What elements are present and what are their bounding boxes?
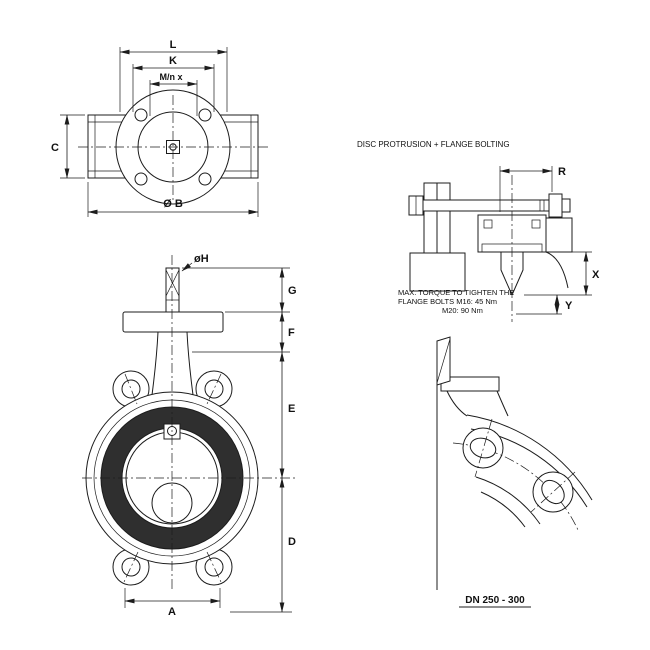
mounting-flange-plate (122, 311, 224, 333)
dim-label-B: Ø B (163, 198, 183, 210)
dim-label-E: E (288, 403, 295, 415)
bolt-stub (561, 198, 571, 213)
dim-label-C: C (51, 142, 59, 154)
torque-note: MAX. TORQUE TO TIGHTEN THE FLANGE BOLTS … (398, 288, 514, 315)
dimension-H: øH (181, 253, 209, 272)
detail-title: DISC PROTRUSION + FLANGE BOLTING (357, 140, 510, 149)
centerlines (78, 95, 268, 200)
body-outer-arc (466, 414, 593, 501)
dimension-F: F (192, 311, 295, 353)
dim-label-G: G (288, 285, 297, 297)
dimension-A: A (124, 588, 221, 618)
flange-section (409, 182, 573, 292)
lug-holes (121, 373, 224, 583)
dim-label-Mn: M/n x (159, 72, 182, 82)
bolt-shaft (422, 199, 550, 212)
dim-label-F: F (288, 327, 295, 339)
seat-inner-arc (480, 491, 526, 528)
dimension-D: D (230, 477, 296, 613)
torque-note-line3: M20: 90 Nm (442, 306, 483, 315)
dimension-L: L (119, 39, 228, 112)
dn-250-300-partial-view: DN 250 - 300 (436, 336, 593, 608)
dim-label-A: A (168, 606, 176, 618)
seat-outer-arc (475, 476, 541, 525)
dimension-R: R (499, 166, 566, 212)
dim-label-Y: Y (565, 300, 573, 312)
pipe-bore-arc (545, 251, 569, 289)
right-flange-block (545, 217, 573, 253)
dim-label-X: X (592, 269, 600, 281)
disc-protrusion-detail: DISC PROTRUSION + FLANGE BOLTING (357, 140, 600, 322)
dimension-K: K (132, 55, 215, 112)
stem-shaft (165, 267, 180, 313)
dim-label-K: K (169, 55, 177, 67)
flange-bolt (408, 193, 571, 218)
neck-left (151, 331, 159, 396)
seat-piece-right (531, 219, 541, 229)
dimension-Y: Y (516, 294, 573, 315)
dn-range-label: DN 250 - 300 (465, 595, 525, 606)
dimension-Mn: M/n x (149, 72, 198, 116)
bolt-nut (548, 193, 563, 218)
neck-left-arc (446, 390, 468, 417)
centerlines (82, 255, 295, 590)
dimension-X: X (524, 251, 600, 296)
front-view: øH (82, 253, 297, 618)
dimension-E: E (279, 351, 295, 479)
seat-piece-left (483, 219, 493, 229)
dim-label-R: R (558, 166, 566, 178)
dimension-B: Ø B (87, 182, 259, 217)
torque-note-line1: MAX. TORQUE TO TIGHTEN THE (398, 288, 514, 297)
lug-hole-1 (469, 437, 497, 459)
neck-right (186, 331, 194, 396)
lower-flange-block (409, 252, 466, 292)
bottom-hub (151, 482, 193, 524)
top-view: L K M/n x C Ø B (51, 39, 268, 217)
dim-label-L: L (170, 39, 177, 51)
dim-label-D: D (288, 536, 296, 548)
dimension-C: C (51, 114, 85, 179)
neck-right-arc (496, 390, 509, 417)
torque-note-line2: FLANGE BOLTS M16: 45 Nm (398, 297, 497, 306)
dimension-G: G (182, 267, 297, 313)
dim-label-H: øH (194, 253, 209, 265)
